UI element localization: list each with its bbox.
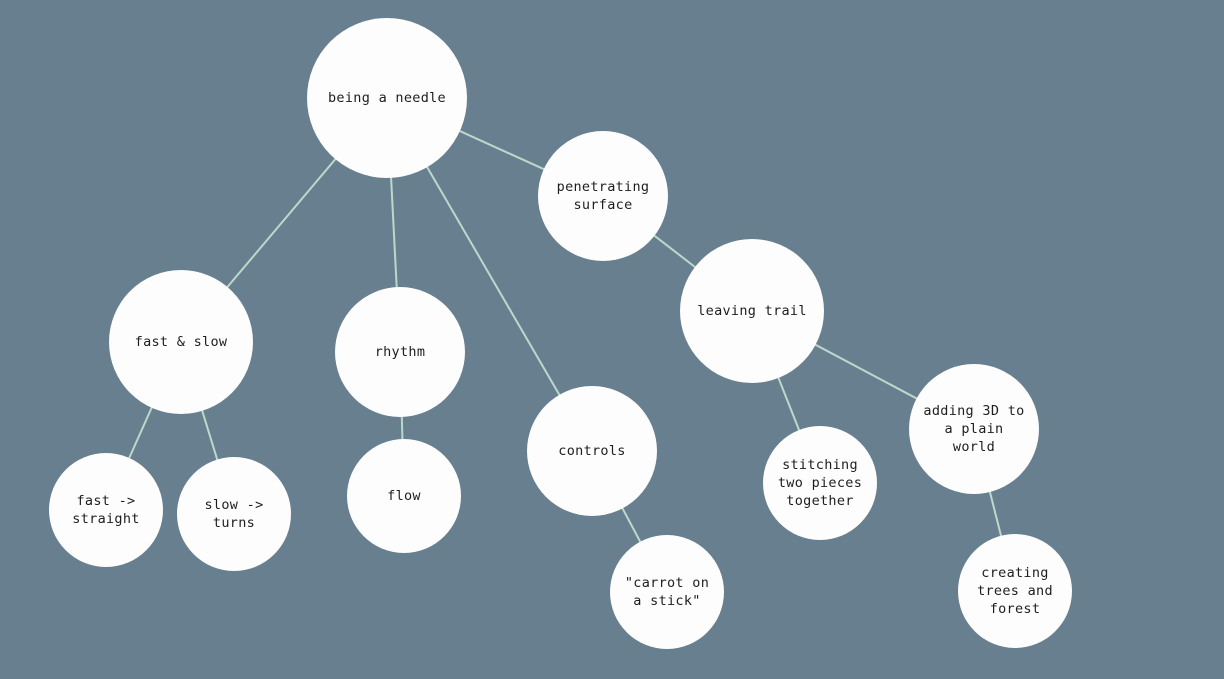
node-slow-turns[interactable]: slow -> turns	[177, 457, 291, 571]
node-flow[interactable]: flow	[347, 439, 461, 553]
node-label: rhythm	[374, 344, 426, 360]
node-fast-straight[interactable]: fast -> straight	[49, 453, 163, 567]
node-leaving-trail[interactable]: leaving trail	[680, 239, 824, 383]
node-stitching[interactable]: stitching two pieces together	[763, 426, 877, 540]
node-creating-trees[interactable]: creating trees and forest	[958, 534, 1072, 648]
node-fast-slow[interactable]: fast & slow	[109, 270, 253, 414]
node-label: being a needle	[328, 90, 446, 106]
node-label: controls	[558, 443, 626, 459]
node-label: leaving trail	[697, 303, 807, 319]
node-label: slow -> turns	[204, 497, 264, 531]
node-being-a-needle[interactable]: being a needle	[307, 18, 467, 178]
node-label: adding 3D to a plain world	[923, 403, 1025, 455]
node-label: fast -> straight	[72, 493, 140, 527]
node-label: "carrot on a stick"	[624, 575, 710, 609]
node-adding-3d[interactable]: adding 3D to a plain world	[909, 364, 1039, 494]
node-rhythm[interactable]: rhythm	[335, 287, 465, 417]
node-controls[interactable]: controls	[527, 386, 657, 516]
node-carrot-on-a-stick[interactable]: "carrot on a stick"	[610, 535, 724, 649]
node-label: stitching two pieces together	[777, 457, 863, 509]
node-label: flow	[387, 488, 421, 504]
node-penetrating-surface[interactable]: penetrating surface	[538, 131, 668, 261]
node-label: creating trees and forest	[977, 565, 1053, 617]
node-label: penetrating surface	[556, 179, 650, 213]
node-label: fast & slow	[134, 334, 228, 350]
